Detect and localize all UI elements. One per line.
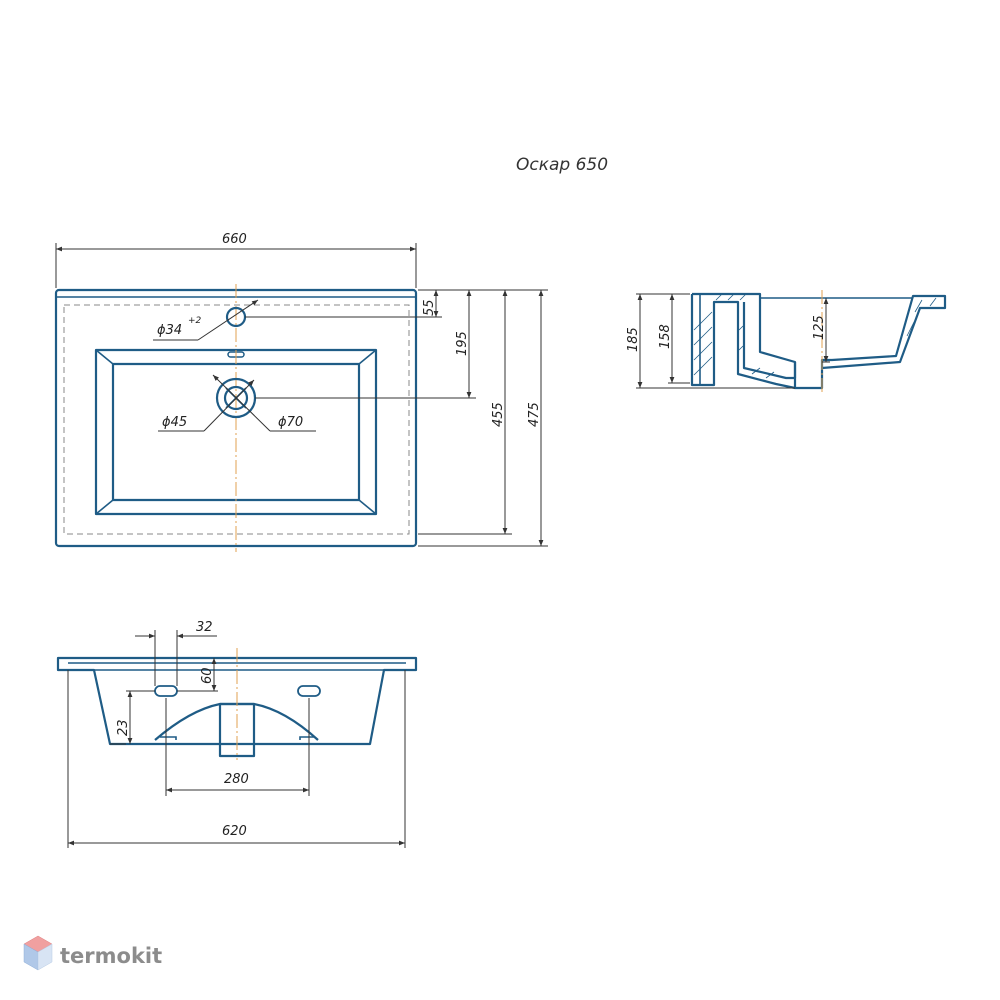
dim-text-195: 195 <box>455 331 470 356</box>
dim-text-phi34: ϕ34 <box>157 323 182 338</box>
drain-inner-circle <box>223 385 249 411</box>
dim-text-phi70: ϕ70 <box>278 415 303 430</box>
section-hatch <box>906 321 915 337</box>
dim-text-280: 280 <box>224 772 249 787</box>
bowl-corner-line <box>358 499 377 515</box>
section-hatch <box>929 297 937 307</box>
drawing-title: Оскар 650 <box>516 155 608 175</box>
section-hatch <box>693 356 713 376</box>
cube-icon <box>23 935 53 971</box>
section-hatch <box>715 293 723 301</box>
top-view: 660 ϕ34 +2 ϕ45 ϕ70 55 195 455 475 <box>54 232 548 552</box>
front-view: 32 60 23 280 620 <box>56 620 418 848</box>
dim-text-phi34-tolerance: +2 <box>188 316 202 326</box>
bowl-corner-line <box>358 349 377 365</box>
section-hatch <box>693 326 713 346</box>
dim-text-phi45: ϕ45 <box>162 415 187 430</box>
section-wall <box>742 302 797 380</box>
section-hatch <box>738 325 744 331</box>
dim-text-32: 32 <box>196 620 213 635</box>
bowl-corner-line <box>95 499 114 515</box>
dim-text-60: 60 <box>200 667 215 684</box>
arch-foot <box>299 736 314 740</box>
dim-text-158: 158 <box>658 324 673 349</box>
dim-text-23: 23 <box>116 719 131 736</box>
brand-name: termokit <box>60 944 162 968</box>
section-inner-profile <box>690 294 796 390</box>
arch-foot <box>160 736 177 740</box>
dim-text-620: 620 <box>222 824 247 839</box>
dim-text-660: 660 <box>222 232 247 247</box>
section-hatch <box>739 293 747 301</box>
hidden-contour <box>63 304 410 535</box>
dim-text-55: 55 <box>422 299 437 316</box>
leader-phi45 <box>203 379 255 432</box>
dim-text-125: 125 <box>812 315 827 340</box>
bowl-corner-line <box>95 349 114 365</box>
section-hatch <box>738 345 744 351</box>
mounting-slot-right <box>297 685 321 697</box>
section-hatch <box>914 299 923 313</box>
section-hatch <box>751 367 761 375</box>
section-hatch <box>693 341 713 361</box>
brand-logo: termokit <box>23 935 162 971</box>
leader-phi70 <box>212 374 271 432</box>
section-hatch <box>693 311 713 331</box>
section-outer-profile <box>692 292 947 390</box>
leader-phi34 <box>197 299 259 341</box>
mounting-slot-left <box>154 685 178 697</box>
section-hatch <box>765 371 775 379</box>
dim-text-185: 185 <box>626 327 641 352</box>
dim-text-455: 455 <box>491 402 506 427</box>
side-section-view: 185 158 125 <box>626 290 947 394</box>
section-hatch <box>727 293 735 301</box>
dim-text-475: 475 <box>527 402 542 427</box>
